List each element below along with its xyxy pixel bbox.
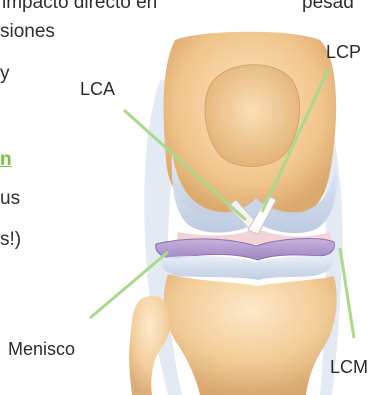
tibial-cartilage — [162, 256, 334, 280]
label-lca: LCA — [80, 79, 115, 99]
patella-bone — [205, 65, 300, 167]
label-lcp: LCP — [326, 42, 361, 62]
label-menisco: Menisco — [8, 339, 75, 359]
lcm-pointer-line — [340, 248, 354, 338]
tibia-bone — [164, 274, 337, 395]
label-lcm: LCM — [330, 357, 368, 377]
